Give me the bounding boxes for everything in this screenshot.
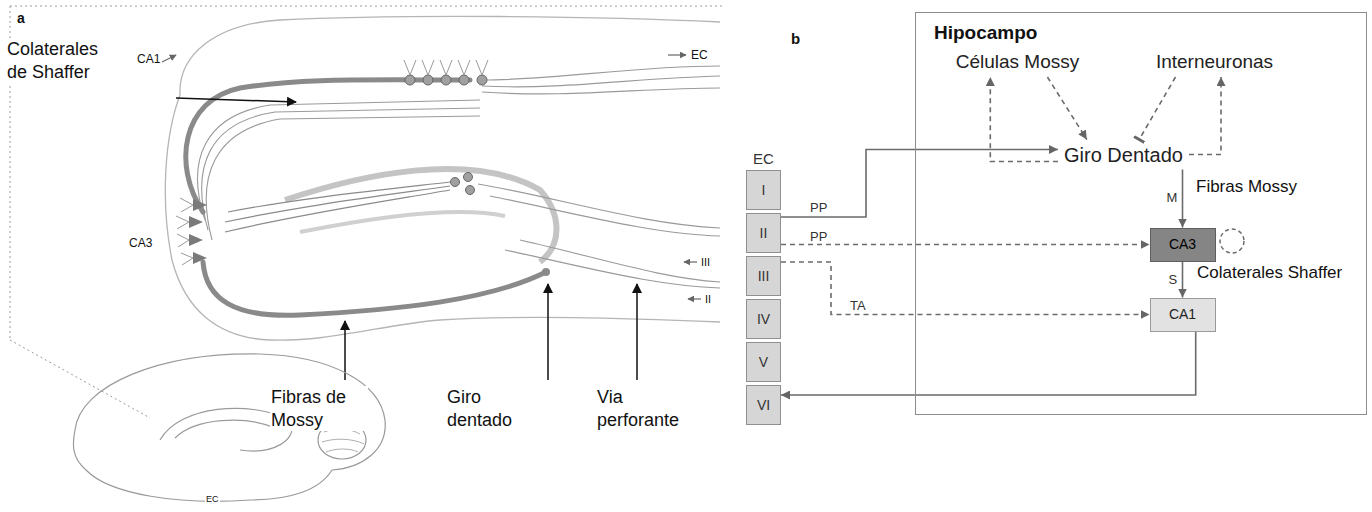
pyramidal-cell [441,75,451,85]
cortex-layer-box: IV [746,299,781,339]
callout-label: Giro dentado [446,386,524,431]
pyramidal-cell [423,75,433,85]
node-label: Interneuronas [1156,51,1273,74]
pathway-arrow [781,244,1150,246]
leader-arrow [547,284,549,380]
dentate-axon [203,262,546,315]
pathway-arrow [781,332,1196,396]
cortex-layer-box: III [746,256,781,296]
cortex-layer-box: II [746,213,781,253]
pathway-label: Colaterales Shaffer [1196,262,1343,283]
node-label: III [758,268,770,285]
node-label: Giro Dentado [1064,143,1183,167]
leader-arrow [176,98,296,102]
node-label: IV [757,311,770,328]
pyramidal-cell [405,75,415,85]
schaffer-collateral-lines [198,100,480,240]
pyramidal-cell [459,75,469,85]
granule-cell [466,186,475,195]
pathway-arrow [1182,262,1184,298]
region-label: CA3 [128,236,153,251]
pathway-abbreviation: TA [849,299,867,312]
cortex-layer-box: V [746,342,781,382]
pyramidal-cell [189,199,207,264]
direction-arrow [684,261,697,262]
leader-arrow [344,321,346,380]
node-label: V [759,354,768,371]
region-label: EC [205,494,220,505]
layer-label: III [700,256,711,270]
pathway-abbreviation: S [1168,273,1179,286]
pathway-arrow [1189,77,1221,155]
zoom-frame [10,6,722,418]
layer-label: II [704,293,712,307]
granule-cell [451,178,460,187]
dendrite [404,60,488,75]
node-label: Células Mossy [956,51,1080,74]
dendrite [176,198,193,265]
cell-group-node: Interneuronas [1150,48,1280,77]
cortex-layer-box: VI [746,385,781,425]
callout-label: Fibras de Mossy [270,386,368,431]
region-frame: HipocampoCélulas Mossy InterneuronasGiro … [915,12,1367,415]
cortex-column: ECIIIIIIIVVVI [745,150,782,427]
callout-label: Colaterales de Shaffer [6,38,116,83]
node-label: I [762,182,766,199]
node-label: CA3 [1169,236,1196,253]
recurrent-loop [1220,229,1244,253]
pathway-arrow [1047,77,1086,140]
pathway-arrow [1182,170,1184,228]
pathway-abbreviation: M [1166,191,1179,204]
region-box: CA3 [1150,228,1216,262]
pathway-arrow [781,150,1058,218]
axon-end [542,268,550,276]
pyramidal-cell [477,75,487,85]
direction-arrow [162,55,176,62]
node-label: EC [753,150,774,168]
pathway-abbreviation: PP [809,230,828,243]
dentate-band [300,212,505,232]
callout-label: Via perforante [596,386,694,431]
node-label: VI [757,397,770,414]
region-label: CA1 [136,52,161,67]
cerebellum-folds [322,429,364,452]
granule-cell [464,173,473,182]
ca1-cells [405,75,487,85]
mossy-fibre-lines [225,182,450,232]
region-title: Hipocampo [934,22,1037,45]
pathway-label: Fibras Mossy [1195,176,1298,197]
region-box: CA1 [1150,298,1216,332]
direction-arrow [688,298,701,299]
dentate-band [285,169,557,262]
pathway-arrow [990,77,1058,162]
brain-outline [73,354,385,501]
ca1-output-lines [482,66,720,94]
pathway-abbreviation: PP [809,201,828,214]
direction-arrow [668,54,686,55]
panel-letter: a [16,10,26,28]
pathway-arrow [781,262,1150,315]
node-label: II [760,225,768,242]
cell-group-node: Células Mossy [950,48,1086,77]
node-label: CA1 [1169,306,1196,323]
leader-arrow [636,284,638,380]
pathway-arrow [1139,77,1175,140]
perforant-path-lines [478,184,720,288]
region-label: EC [690,48,709,63]
cortex-layer-box: I [746,170,781,210]
cell-group-node: Giro Dentado [1058,140,1189,170]
panel-letter: b [790,30,801,49]
